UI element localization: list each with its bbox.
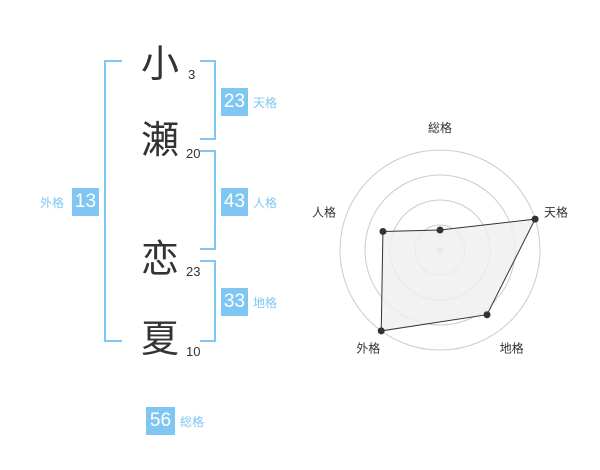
tenkaku-value-badge: 23 (221, 88, 248, 116)
radar-axis-label-4: 外格 (356, 341, 380, 356)
radar-grid-ring (339, 149, 541, 351)
radar-point-3 (483, 311, 491, 319)
soukaku-label: 総格 (180, 415, 205, 429)
chikaku-label: 地格 (253, 296, 278, 310)
stroke-count-2: 20 (186, 146, 201, 161)
chikaku-bracket (200, 260, 216, 342)
radar-axis-label-3: 地格 (500, 341, 524, 356)
name-char-3: 恋 (141, 237, 180, 281)
radar-axis-label-2: 天格 (544, 204, 568, 219)
stroke-count-1: 3 (188, 67, 196, 82)
stroke-count-3: 23 (186, 264, 201, 279)
gaikaku-label: 外格 (40, 196, 65, 210)
tenkaku-bracket (200, 60, 216, 140)
radar-point-2 (531, 215, 539, 223)
radar-point-5 (379, 227, 387, 235)
jinkaku-value-badge: 43 (221, 188, 248, 216)
radar-axis-label-1: 総格 (428, 120, 452, 135)
name-char-1: 小 (141, 42, 180, 86)
name-char-2: 瀬 (141, 118, 180, 162)
tenkaku-label: 天格 (253, 96, 278, 110)
jinkaku-bracket (200, 150, 216, 250)
jinkaku-label: 人格 (253, 196, 278, 210)
radar-axis-label-5: 人格 (312, 204, 336, 219)
stroke-count-4: 10 (186, 344, 201, 359)
radar-point-1 (436, 226, 444, 234)
gaikaku-bracket (104, 60, 122, 342)
soukaku-value-badge: 56 (146, 407, 175, 435)
gaikaku-value-badge: 13 (72, 188, 99, 216)
chikaku-value-badge: 33 (221, 288, 248, 316)
name-char-4: 夏 (141, 317, 180, 361)
radar-value-polygon (380, 218, 536, 332)
radar-point-4 (377, 327, 385, 335)
